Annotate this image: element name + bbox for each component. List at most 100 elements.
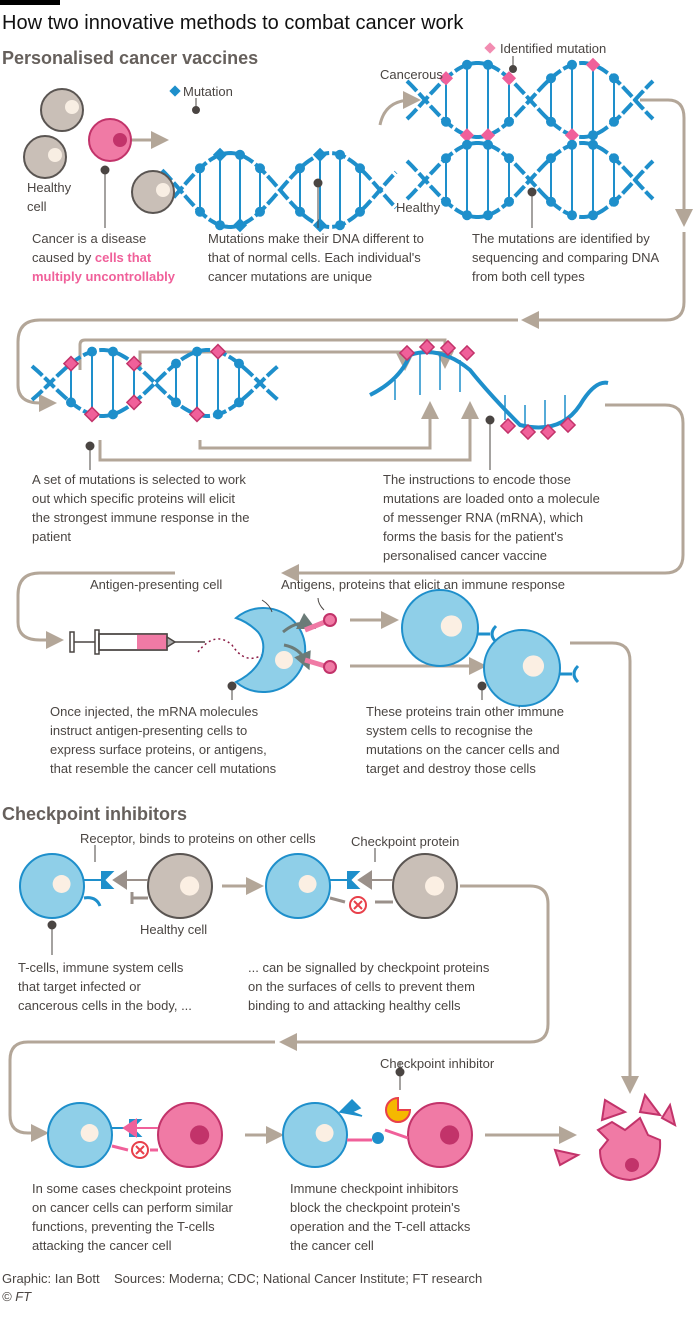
page-title: How two innovative methods to combat can… [2, 12, 464, 34]
block-icon [131, 1141, 149, 1159]
caption-line: binding to and attacking healthy cells [248, 998, 461, 1013]
nucleotide [483, 59, 493, 70]
caption-line: These proteins train other immune [366, 704, 564, 719]
identified-mutation-marker [125, 394, 143, 411]
t-cell [483, 629, 580, 707]
nucleotide [441, 153, 451, 164]
identified-mutation-marker [62, 355, 80, 372]
mutation-marker [312, 147, 328, 162]
caption-line: Mutations make their DNA different to [208, 231, 424, 246]
healthy-cell [392, 853, 458, 919]
caption-line: In some cases checkpoint proteins [32, 1181, 232, 1196]
nucleus [298, 875, 317, 893]
label-checkpoint-protein: Checkpoint protein [351, 834, 460, 849]
caption-line: Once injected, the mRNA molecules [50, 704, 259, 719]
caption-signalled: ... can be signalled by checkpoint prote… [248, 958, 489, 1015]
nucleus [80, 1124, 99, 1142]
nucleotide [462, 59, 472, 70]
label-healthy-cell: Healthy cell [27, 178, 71, 216]
label-checkpoint-inhibitor: Checkpoint inhibitor [380, 1056, 495, 1071]
nucleotide [335, 149, 345, 160]
cancer-cell [157, 1102, 223, 1168]
caption-line: ... can be signalled by checkpoint prote… [248, 960, 490, 975]
nucleotide [215, 220, 225, 231]
mutation-marker [312, 218, 328, 233]
nucleotide [567, 210, 577, 221]
caption-line: that of normal cells. Each individual's [208, 250, 421, 265]
identified-mutation-marker [585, 57, 601, 72]
nucleotide [171, 358, 181, 369]
checkpoint-receptor-icon [83, 896, 102, 907]
nucleotide [483, 210, 493, 221]
caption-highlight: multiply uncontrollably [32, 269, 176, 284]
flow-arrow [279, 884, 550, 1051]
label-mutation: Mutation [183, 84, 233, 99]
caption-line: functions, preventing the T-cells [32, 1219, 215, 1234]
nucleotide [195, 163, 205, 174]
protein-icon [122, 1118, 158, 1138]
nucleotide [355, 206, 365, 217]
t-cell [47, 1102, 113, 1168]
caption-line: express surface proteins, or antigens, [50, 742, 267, 757]
nucleotide [195, 206, 205, 217]
nucleotide [234, 358, 244, 369]
nucleotide [567, 59, 577, 70]
t-cell [265, 853, 331, 919]
nucleus [440, 615, 463, 637]
label-antigen-presenting-cell: Antigen-presenting cell [90, 577, 223, 592]
nucleotide [108, 409, 118, 420]
nucleotide [335, 220, 345, 231]
nucleotide [441, 116, 451, 127]
flow-arrow [281, 403, 685, 582]
caption-line: The mutations are identified by [472, 231, 650, 246]
nucleotide [609, 196, 619, 207]
receptor-icon [338, 1098, 363, 1117]
caption-line: from both cell types [472, 269, 585, 284]
healthy-cell [40, 88, 84, 132]
caption-disease: Cancer is a disease caused by cells that… [32, 229, 175, 286]
caption-highlight: cells that [94, 250, 152, 265]
caption-line: the cancer cell [290, 1238, 374, 1253]
protein-icon [112, 870, 148, 890]
receptor-icon [478, 624, 498, 644]
nucleotide [504, 116, 514, 127]
label-identified-mutation: Identified mutation [500, 41, 607, 56]
mrna-strand [197, 638, 263, 660]
cancer-cell [407, 1102, 473, 1168]
nucleotide [609, 116, 619, 127]
nucleotide [483, 139, 493, 150]
label-line: Healthy [27, 180, 72, 195]
caption-line: Immune checkpoint inhibitors [290, 1181, 459, 1196]
checkpoint-protein-icon [347, 1128, 409, 1142]
caption-line: forms the basis for the patient's [383, 529, 564, 544]
mutation-marker [212, 147, 228, 162]
caption-line: caused by cells that [32, 248, 175, 267]
nucleotide [192, 346, 202, 357]
identified-mutation-marker [438, 71, 454, 86]
dna-helix [160, 147, 398, 233]
caption-line: cancer mutations are unique [208, 269, 373, 284]
mrna-strand [369, 338, 609, 441]
caption-line: Cancer is a disease [32, 231, 147, 246]
footer-credits: Graphic: Ian Bott Sources: Moderna; CDC;… [2, 1271, 482, 1286]
caption-line: cancerous cells in the body, ... [18, 998, 192, 1013]
caption-line: patient [32, 529, 72, 544]
mutation-marker [232, 218, 248, 233]
caption-line: of messenger RNA (mRNA), which [383, 510, 584, 525]
brand-bar [0, 0, 60, 5]
nucleus [180, 876, 200, 896]
nucleotide [504, 153, 514, 164]
section-heading-vaccines: Personalised cancer vaccines [2, 48, 259, 68]
identified-mutation-marker [188, 406, 206, 423]
nucleotide [504, 196, 514, 207]
healthy-cell [23, 135, 67, 179]
caption-text: caused by [32, 250, 95, 265]
graphic-credit: Graphic: Ian Bott [2, 1271, 100, 1286]
identified-mutation-marker [459, 128, 475, 143]
